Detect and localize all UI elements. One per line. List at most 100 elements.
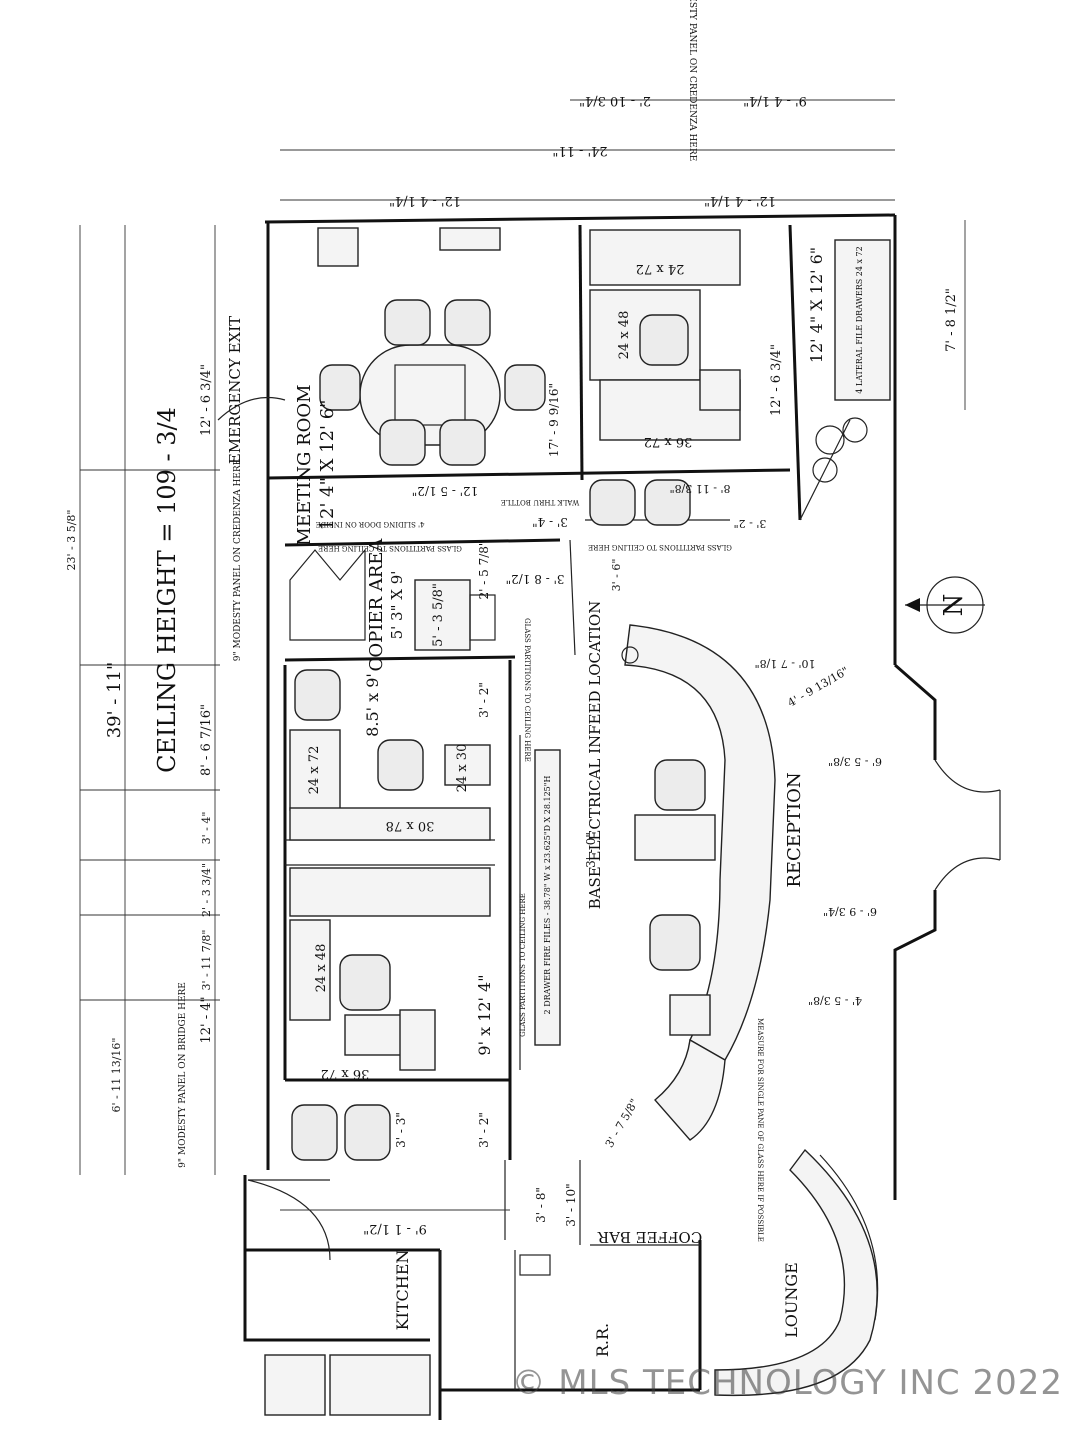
note-glass-ceiling: GLASS PARTITIONS TO CEILING HERE [588,543,732,551]
watermark: © MLS TECHNOLOGY INC 2022 [511,1363,1063,1403]
chair [649,914,701,971]
note-modesty-credenza-top: 9" MODESTY PANEL ON CREDENZA HERE [687,0,697,161]
dim-label: 12' - 6 3/4" [199,364,214,436]
dim-label: 6' - 9 3/4" [823,905,877,918]
office-top-right-size: 12' 4" X 12' 6" [807,247,826,363]
dim-label: 3' - 3" [394,1112,408,1148]
credenza [589,229,741,286]
chair [379,419,426,466]
chair [319,364,361,411]
chair [339,954,391,1011]
dim-label: 3' - 8" [534,1187,548,1223]
dim-label: 3' - 11 7/8" [200,930,213,991]
dim-label: 3' - 2" [477,682,491,718]
note-single-pane: MEASURE FOR SINGLE PANE OF GLASS HERE IF… [756,1018,764,1242]
dim-label: 8' - 6 7/16" [199,704,214,776]
room-labels: CEILING HEIGHT = 109 - 3/4 MEETING ROOM … [153,247,826,1357]
desk [344,1014,406,1056]
chair [294,669,341,721]
dimension-lines [79,99,966,1211]
chair [444,299,491,346]
desk-label: 24 x 72 [307,746,322,795]
chair [439,419,486,466]
lateral-files-label: 4 LATERAL FILE DRAWERS 24 x 72 [855,246,864,393]
desk-label: 24 x 30 [455,744,470,793]
dim-label: 3' - 4" [200,812,213,845]
ceiling-height-label: CEILING HEIGHT = 109 - 3/4 [153,407,181,773]
desk-label: 24 x 48 [314,944,329,993]
copier-area-label: COPIER AREA [366,538,387,672]
note-modesty-bridge: 9" MODESTY PANEL ON BRIDGE HERE [178,982,188,1168]
dim-label: 23' - 3 5/8" [65,510,78,571]
dim-label: 8' - 11 3/8" [670,482,731,495]
lateral-files [834,239,891,401]
copier [414,579,471,651]
office-mid [289,669,491,917]
lounge-label: LOUNGE [782,1262,801,1338]
dim-label: 6' - 11 13/16" [110,1038,123,1113]
note-modesty-credenza-left: 9" MODESTY PANEL ON CREDENZA HERE [233,459,243,661]
dim-label: 3' - 7 5/8" [603,1097,641,1150]
chair [644,479,691,526]
reception-label: RECEPTION [784,772,805,887]
dim-label: 12' - 5 1/2" [412,484,479,498]
note-glass-ceiling: GLASS PARTITIONS TO CEILING HERE [318,544,462,552]
emergency-exit-label: EMERGENCY EXIT [226,316,244,464]
exterior-walls [243,213,937,1420]
dim-label: 3' - 0" [584,832,598,868]
dim-label: 3' - 2" [734,517,767,530]
dim-label: 24' - 11" [552,143,607,158]
chair [377,739,424,791]
note-glass-ceiling: GLASS PARTITIONS TO CEILING HERE [523,618,531,762]
dim-label: 2' - 5 7/8" [477,541,491,600]
chair [589,479,636,526]
desk-label: 36 x 72 [644,434,693,449]
dim-label: 7' - 8 1/2" [944,288,959,352]
dim-label: 39' - 11" [104,662,125,739]
north-arrow: N [905,576,985,634]
furniture-labels: 24 x 72 24 x 48 36 x 72 5' - 3 5/8" 24 x… [307,246,864,1081]
dim-label: 3' - 10" [564,1183,578,1226]
chair [291,1104,338,1161]
dim-label: 12' - 4" [199,996,214,1043]
note-sliding-door: 4' SLIDING DOOR ON INSIDE [316,520,425,528]
dim-label: 4' - 5 3/8" [808,994,862,1007]
dim-label: 4' - 9 13/16" [786,664,851,709]
dim-label: 17' - 9 9/16" [547,383,561,457]
desk-label: 30 x 78 [386,818,435,833]
copier-label: 5' - 3 5/8" [431,583,446,647]
dim-label: 3' - 4" [532,515,568,529]
dim-label: 12' - 4 1/4" [389,193,461,208]
kitchen-label: KITCHEN [393,1250,412,1331]
chair [344,1104,391,1161]
dim-label: 10' - 7 1/8" [755,657,816,670]
chair [654,759,706,811]
dim-label: 2' - 10 3/4" [579,93,651,108]
office-top-right [589,229,891,526]
meeting-room-label: MEETING ROOM [294,384,315,545]
chair [384,299,431,346]
credenza [289,807,491,841]
dim-label: 9' - 4 1/4" [743,93,807,108]
credenza [289,867,491,917]
dim-label: 9' - 1 1/2" [363,1221,427,1236]
coffee-bar-label: COFFEE BAR [597,1228,702,1246]
note-glass-ceiling: GLASS PARTITIONS TO CEILING HERE [519,893,527,1037]
office-mid-size: 8.5' x 9' [363,673,382,737]
dim-label: 6' - 5 3/8" [828,755,882,768]
chair [639,314,689,366]
dim-label: 2' - 3 3/4" [200,863,213,917]
plan-notes: 9" MODESTY PANEL ON CREDENZA HERE 9" MOD… [178,0,764,1242]
lounge-seating [714,1148,879,1397]
dim-label: 3' - 2" [477,1112,491,1148]
copier-area-furniture [289,548,496,651]
office-left [289,749,561,1161]
reception-desk [621,624,776,1141]
desk [289,729,341,811]
chair [504,364,546,411]
desk-label: 36 x 72 [321,1066,370,1081]
desk-label: 24 x 48 [617,311,632,360]
dim-label: 3' - 8 1/2" [506,572,565,586]
dim-label: 12' - 4 1/4" [704,193,776,208]
